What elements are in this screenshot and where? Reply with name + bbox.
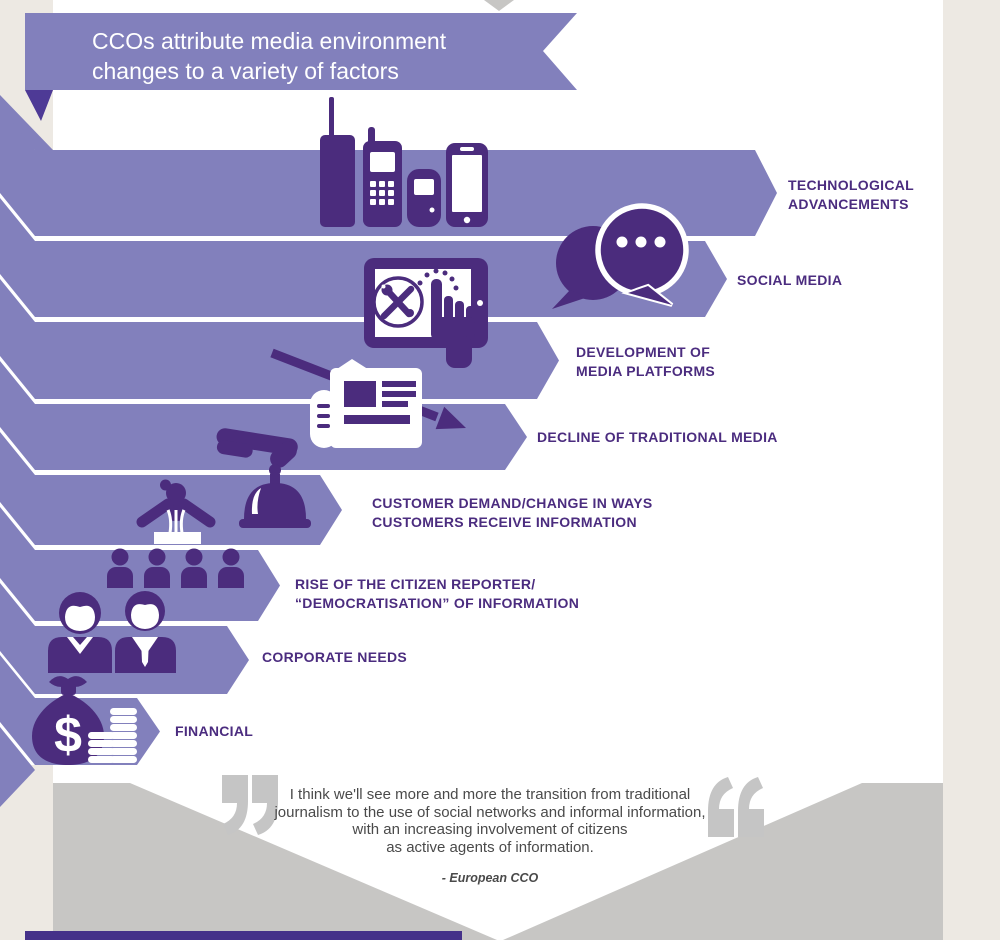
- bar-label-social-media: SOCIAL MEDIA: [737, 272, 843, 288]
- bottom-accent-bar: [25, 931, 462, 940]
- quote-text: I think we'll see more and more the tran…: [274, 786, 706, 856]
- newspaper-decline-icon: [270, 348, 466, 448]
- presenter-podium-icon: [136, 479, 216, 544]
- page-title: CCOs attribute media environment changes…: [92, 28, 447, 84]
- bottom-right-gray-triangle: [503, 783, 943, 940]
- ribbon-connector-bottom: [0, 727, 35, 807]
- bar-label-decline-traditional-media: DECLINE OF TRADITIONAL MEDIA: [537, 429, 778, 445]
- bar-label-customer-demand: CUSTOMER DEMAND/CHANGE IN WAYS CUSTOMERS…: [372, 495, 653, 530]
- title-banner-ribbon: [25, 13, 577, 90]
- chat-bubbles-icon: [552, 203, 689, 309]
- open-quote-icon: [222, 775, 278, 835]
- right-edge-strip: [943, 0, 1000, 940]
- quote-attribution: - European CCO: [441, 871, 539, 885]
- bar-label-financial: FINANCIAL: [175, 723, 254, 739]
- money-bag-icon: $: [32, 676, 137, 765]
- close-quote-icon: [708, 777, 764, 837]
- bar-label-corporate-needs: CORPORATE NEEDS: [262, 649, 408, 665]
- hand-service-bell-icon: [216, 428, 311, 528]
- bar-citizen-reporter: [0, 507, 280, 621]
- tablet-media-tools-icon: [364, 258, 488, 368]
- mobile-phones-icon: [320, 97, 488, 227]
- top-diamond-tip: [484, 0, 514, 11]
- audience-icon: [107, 548, 244, 588]
- bar-social-media: [0, 198, 727, 317]
- bar-label-technological-advancements: TECHNOLOGICAL ADVANCEMENTS: [788, 177, 915, 212]
- dollar-glyph: $: [54, 707, 82, 763]
- business-people-icon: [48, 591, 176, 673]
- banner-fold-triangle: [25, 90, 53, 121]
- bar-label-development-media-platforms: DEVELOPMENT OF MEDIA PLATFORMS: [576, 344, 716, 379]
- bar-label-citizen-reporter: RISE OF THE CITIZEN REPORTER/ “DEMOCRATI…: [295, 576, 580, 611]
- coin-stacks: [88, 708, 137, 763]
- bottom-left-gray-triangle: [53, 783, 497, 940]
